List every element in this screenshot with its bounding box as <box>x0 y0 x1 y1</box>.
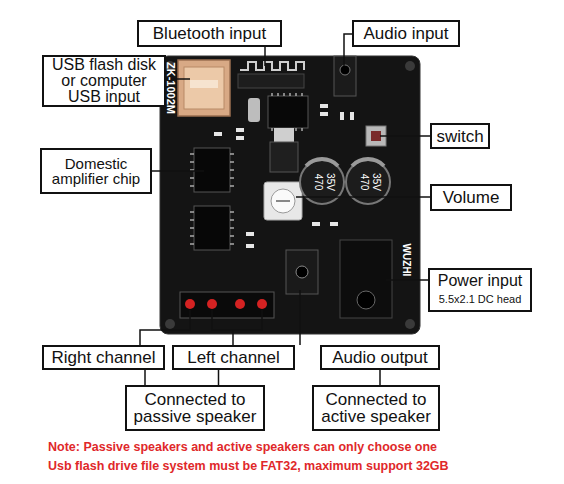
callout-text: Connected to passive speaker <box>132 391 258 425</box>
callout-text: Power input <box>438 273 523 289</box>
connector-line <box>144 370 146 385</box>
callout-box: Left channel <box>172 345 295 370</box>
callout-box: Domestic amplifier chip <box>40 148 152 194</box>
callout-text: Audio input <box>363 25 448 42</box>
callout-box: Audio input <box>352 20 460 47</box>
board-marking: 35V <box>325 173 335 191</box>
callout-box: switch <box>430 123 490 149</box>
callout-box: Bluetooth input <box>137 20 282 47</box>
callout-text: Domestic amplifier chip <box>47 156 145 186</box>
callout-text: Bluetooth input <box>153 25 266 42</box>
callout-text: Audio output <box>332 349 427 366</box>
board-marking: ZK-1002M <box>165 62 176 114</box>
board-marking: 470 <box>313 174 323 191</box>
callout-box: USB flash disk or computer USB input <box>42 55 166 107</box>
callout-text: Left channel <box>187 349 280 366</box>
board-marking: 470 <box>359 174 369 191</box>
connector-line <box>379 370 381 385</box>
callout-box: Connected to active speaker <box>312 385 440 431</box>
note-text: Usb flash drive file system must be FAT3… <box>48 460 449 473</box>
board-marking: WUZHI <box>401 244 411 277</box>
callout-text: Volume <box>443 189 500 206</box>
callout-text: switch <box>436 128 483 145</box>
callout-text: Right channel <box>52 349 156 366</box>
connector-line <box>218 370 220 385</box>
callout-box: Volume <box>430 184 512 211</box>
callout-box: Right channel <box>42 345 165 370</box>
callout-box: Audio output <box>320 345 440 370</box>
callout-box: Connected to passive speaker <box>125 385 265 431</box>
board-marking: 35V <box>371 173 381 191</box>
callout-box: Power input 5.5x2.1 DC head <box>428 268 532 312</box>
callout-text: Connected to active speaker <box>319 391 433 425</box>
callout-text: USB flash disk or computer USB input <box>49 57 159 105</box>
callout-subtext: 5.5x2.1 DC head <box>439 292 522 306</box>
note-text: Note: Passive speakers and active speake… <box>48 441 437 454</box>
